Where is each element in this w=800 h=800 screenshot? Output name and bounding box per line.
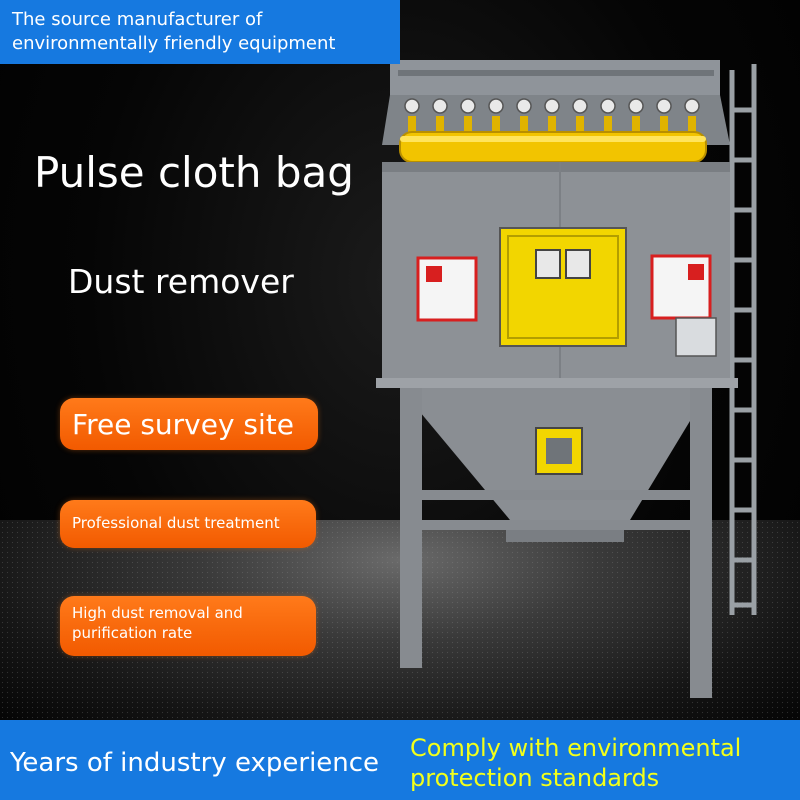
manufacturer-line-1: The source manufacturer of (12, 9, 263, 30)
pulse-valves (404, 98, 700, 114)
removal-rate-line-2: purification rate (72, 624, 193, 642)
free-survey-badge: Free survey site (60, 398, 318, 450)
product-title: Pulse cloth bag (34, 148, 354, 197)
free-survey-label: Free survey site (72, 408, 295, 441)
comply-line-2: protection standards (410, 764, 660, 792)
ladder (729, 64, 757, 615)
access-door (499, 227, 627, 347)
manufacturer-line-2: environmentally friendly equipment (12, 33, 336, 54)
dust-collector-illustration (376, 60, 757, 698)
removal-rate-line-1: High dust removal and (72, 604, 243, 622)
control-box (675, 317, 717, 357)
removal-rate-badge: High dust removal and purification rate (60, 596, 316, 656)
experience-text: Years of industry experience (10, 748, 380, 778)
professional-badge: Professional dust treatment (60, 500, 316, 548)
comply-line-1: Comply with environmental (410, 734, 742, 762)
support-frame (400, 388, 712, 698)
professional-label: Professional dust treatment (72, 514, 280, 532)
manufacturer-banner: The source manufacturer of environmental… (0, 0, 400, 64)
footer-banner: Years of industry experience Comply with… (0, 720, 800, 800)
product-subtitle: Dust remover (68, 262, 294, 301)
